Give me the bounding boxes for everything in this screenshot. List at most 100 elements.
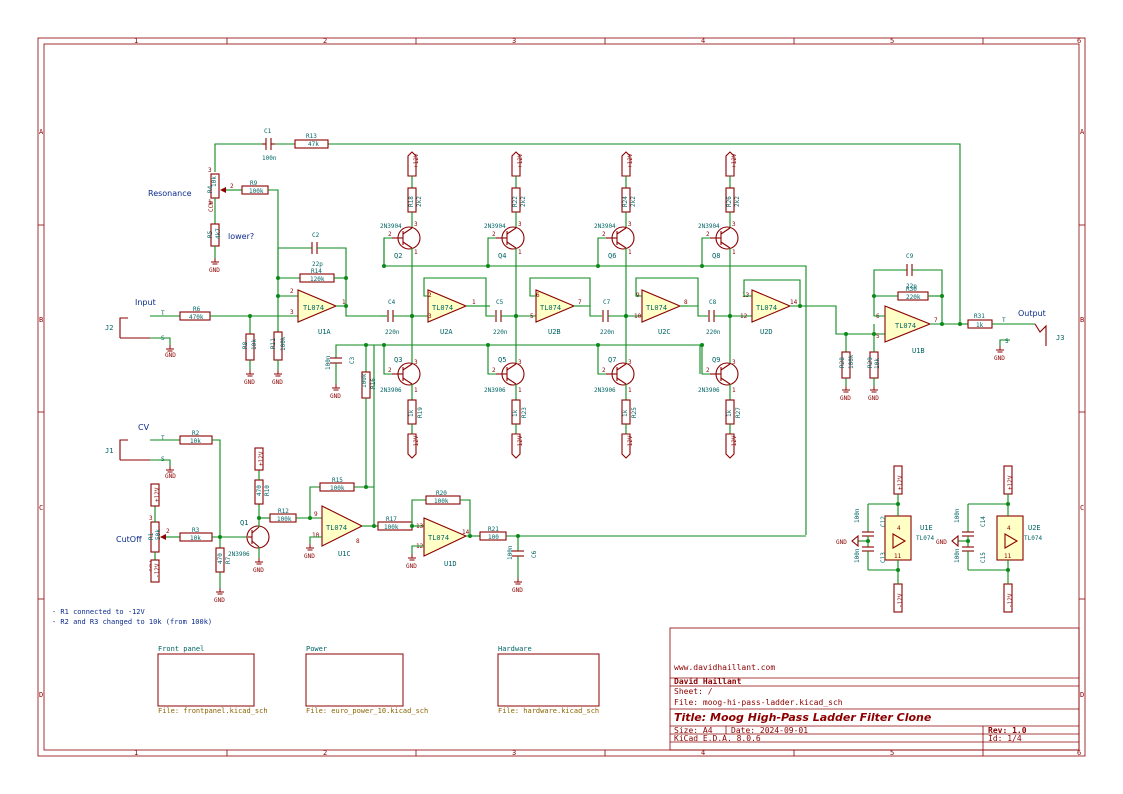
col-4-bottom: 4 [701,749,705,757]
gnd-j3: GND [994,355,1005,362]
sheet-front-panel-name: Front panel [158,645,204,653]
gnd-r5: GND [209,267,220,274]
col-3: 3 [512,37,516,45]
r1-supply-top: +12V [150,483,161,507]
r16-value: 100k [361,373,368,388]
c6-value: 100n [507,545,514,560]
r25-supply: -12V [627,435,634,450]
c15-value: 100n [954,548,961,563]
input-stage: Input T S J2 GND R6 470k R8 10k GND R11 … [105,232,380,386]
r1-pin2: 2 [166,528,170,535]
sheet-hardware-file: File: hardware.kicad_sch [498,707,599,715]
r19-value: 1k [408,409,415,417]
q9-pin1: 1 [732,387,736,394]
q8-pin3: 3 [732,221,736,228]
j3-s: S [1005,338,1009,345]
r24-supply: +12V [627,153,634,168]
u1b-part: TL074 [895,322,916,330]
j1-ref: J1 [105,447,113,455]
tb-url: www.davidhaillant.com [674,663,775,672]
r17-value: 100k [384,524,399,531]
c1-value: 100n [262,155,277,162]
r6-ref: R6 [193,306,201,313]
gnd-j1: GND [165,473,176,480]
j1-t: T [161,435,165,442]
r4-value: 10k [211,176,218,187]
u1c-pin8: 8 [356,538,360,545]
u1a-opamp [297,289,338,323]
r13-value: 47k [308,141,319,148]
u1c-ref: U1C [338,550,351,558]
c12-ref: C12 [880,516,887,527]
u2b-part: TL074 [540,304,561,312]
gnd-r7: GND [214,597,225,604]
c5-ref: C5 [496,299,504,306]
r1-value: 50k [155,529,162,540]
tb-file: File: moog-hi-pass-ladder.kicad_sch [674,698,843,707]
c9-value: 22p [906,283,917,290]
drawing-frame: 1 2 3 4 5 6 1 2 3 4 5 6 A B C D A B C D [37,37,1086,757]
c13-ref: C13 [880,552,887,563]
u2c-pin8: 8 [684,299,688,306]
q4-pin1: 1 [518,249,522,256]
r13-ref: R13 [306,133,317,140]
u1d-part: TL074 [428,534,449,542]
c3-ref: C3 [349,356,356,364]
c2-ref: C2 [312,232,320,239]
gnd-c6: GND [512,587,523,594]
u1b-opamp [884,305,932,343]
u2e-pin4: 4 [1007,525,1011,532]
q2-ref: Q2 [394,252,402,260]
r28-value: 100k [848,354,855,369]
r24-ref: R24 [622,196,629,207]
u2a-ref: U2A [440,328,453,336]
c14-ref: C14 [980,516,987,527]
r23-supply: -12V [517,435,524,450]
power-units: U1E TL074 GND 100n C12 100n C13 U2E TL07… [836,494,1042,584]
gnd-j2: GND [165,352,176,359]
resonance-label: Resonance [148,189,192,198]
r29-ref: R29 [867,357,874,368]
q4-pin2: 2 [492,231,496,238]
tb-author: David Haillant [674,676,742,686]
u2a-pin2: 2 [428,292,432,299]
gnd-r28: GND [840,395,851,402]
tb-rev: Rev: 1.0 [988,726,1027,735]
r27-supply: -12V [731,435,738,450]
row-b: B [39,316,43,324]
q1-supply-text: +12V [258,451,265,466]
q3-pin3: 3 [414,359,418,366]
r20-value: 100k [434,498,449,505]
r19-ref: R19 [417,407,424,418]
u2e-ref: U2E [1028,524,1041,532]
row-a: A [39,128,44,136]
c8-ref: C8 [709,299,717,306]
row-c-right: C [1080,504,1084,512]
c14-value: 100n [954,508,961,523]
q4-pin3: 3 [518,221,522,228]
u2a-pin1: 1 [472,299,476,306]
col-3-bottom: 3 [512,749,516,757]
q8-part: 2N3904 [698,223,720,230]
q7-ref: Q7 [608,356,616,364]
row-d: D [39,691,43,699]
ccw-label-1: CCW [208,201,215,212]
col-2: 2 [323,37,327,45]
u2d-part: TL074 [756,304,777,312]
j2-t: T [161,310,165,317]
q6-part: 2N3904 [594,223,616,230]
r22-value: 2k2 [520,196,527,207]
cv-section: CV T S J1 GND R2 10k R1 50k CutOff CCW 3… [105,345,806,604]
c9-ref: C9 [906,253,914,260]
u1d-opamp [423,517,468,557]
r7-ref: R7 [225,556,232,564]
q6-pin1: 1 [628,249,632,256]
q7-pin3: 3 [628,359,632,366]
u1c-pin10: 10 [312,532,320,539]
c6-ref: C6 [531,550,538,558]
u1a-ref: U1A [318,328,331,336]
j3-t: T [1002,317,1006,324]
